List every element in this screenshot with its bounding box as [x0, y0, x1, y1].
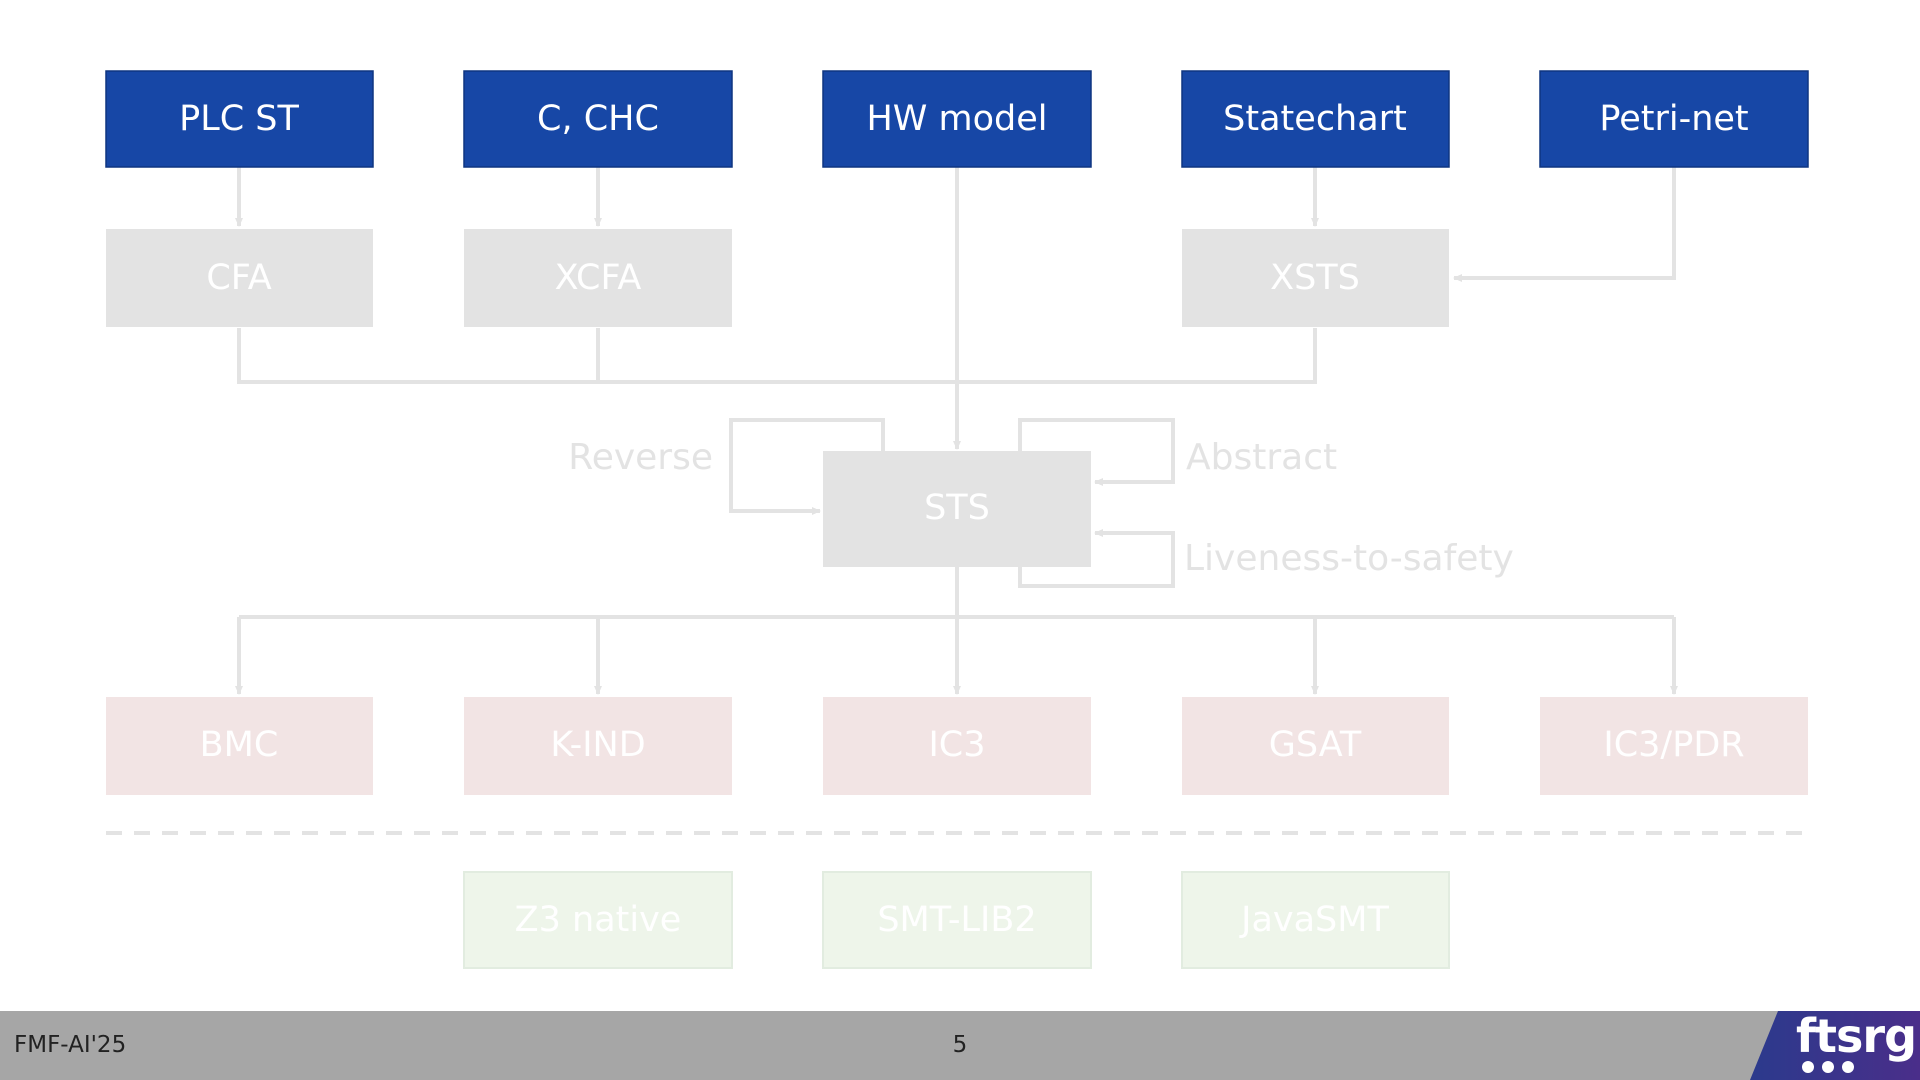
formalism-box-xsts: XSTS	[1182, 229, 1449, 327]
algorithm-label-ic3-pdr: IC3/PDR	[1603, 725, 1744, 765]
footer-conference-label: FMF-AI'25	[14, 1032, 127, 1058]
solver-label-z3-native: Z3 native	[515, 900, 682, 940]
solver-box-javasmt: JavaSMT	[1181, 871, 1450, 969]
solver-box-smt-lib2: SMT-LIB2	[822, 871, 1092, 969]
solver-label-javasmt: JavaSMT	[1239, 900, 1389, 940]
loop-liveness	[1018, 529, 1175, 588]
algorithm-label-bmc: BMC	[200, 725, 279, 765]
formalism-label-xcfa: XCFA	[555, 258, 642, 298]
algorithm-box-ic3: IC3	[823, 697, 1091, 795]
algorithm-row: BMC K-IND IC3 GSAT IC3/PDR	[106, 697, 1808, 795]
solver-label-smt-lib2: SMT-LIB2	[877, 900, 1036, 940]
input-label-hw-model: HW model	[866, 99, 1047, 139]
input-label-petri-net: Petri-net	[1599, 99, 1748, 139]
loop-reverse	[729, 418, 885, 515]
input-label-plc-st: PLC ST	[179, 99, 299, 139]
transformation-reverse-label: Reverse	[568, 437, 713, 478]
algorithm-label-ic3: IC3	[928, 725, 985, 765]
algorithm-box-ic3-pdr: IC3/PDR	[1540, 697, 1808, 795]
footer-page-number: 5	[952, 1032, 968, 1058]
logo-wordmark: ftsrg	[1796, 1009, 1917, 1063]
algorithm-box-gsat: GSAT	[1182, 697, 1449, 795]
edge-collect	[237, 328, 1317, 384]
input-label-statechart: Statechart	[1223, 99, 1407, 139]
solver-row: Z3 native SMT-LIB2 JavaSMT	[463, 871, 1450, 969]
input-box-c-chc: C, CHC	[463, 70, 733, 168]
input-row: PLC ST C, CHC HW model Statechart Petri-…	[105, 70, 1809, 168]
sts-label: STS	[924, 488, 990, 528]
edge-petrinet-xsts	[1453, 167, 1676, 282]
slide-footer: FMF-AI'25 5	[0, 1011, 1920, 1080]
formalism-box-cfa: CFA	[106, 229, 373, 327]
solver-box-z3-native: Z3 native	[463, 871, 733, 969]
input-box-plc-st: PLC ST	[105, 70, 374, 168]
transformation-abstract-label: Abstract	[1186, 437, 1337, 478]
sts-box: STS	[823, 451, 1091, 567]
formalism-box-xcfa: XCFA	[464, 229, 732, 327]
input-box-statechart: Statechart	[1181, 70, 1450, 168]
ftsrg-logo: ftsrg	[1750, 1011, 1920, 1080]
algorithm-box-k-ind: K-IND	[464, 697, 732, 795]
architecture-diagram: PLC ST C, CHC HW model Statechart Petri-…	[105, 70, 1809, 969]
formalism-label-xsts: XSTS	[1270, 258, 1360, 298]
algorithm-label-k-ind: K-IND	[550, 725, 645, 765]
algorithm-label-gsat: GSAT	[1269, 725, 1362, 765]
algorithm-box-bmc: BMC	[106, 697, 373, 795]
formalism-label-cfa: CFA	[206, 258, 271, 298]
input-label-c-chc: C, CHC	[537, 99, 659, 139]
input-box-petri-net: Petri-net	[1539, 70, 1809, 168]
logo-background	[1750, 1011, 1920, 1080]
transformation-liveness-label: Liveness-to-safety	[1184, 538, 1514, 579]
formalism-row: CFA XCFA XSTS	[106, 229, 1449, 327]
loop-abstract	[1018, 418, 1175, 486]
input-box-hw-model: HW model	[822, 70, 1092, 168]
connector-lines	[106, 167, 1808, 835]
